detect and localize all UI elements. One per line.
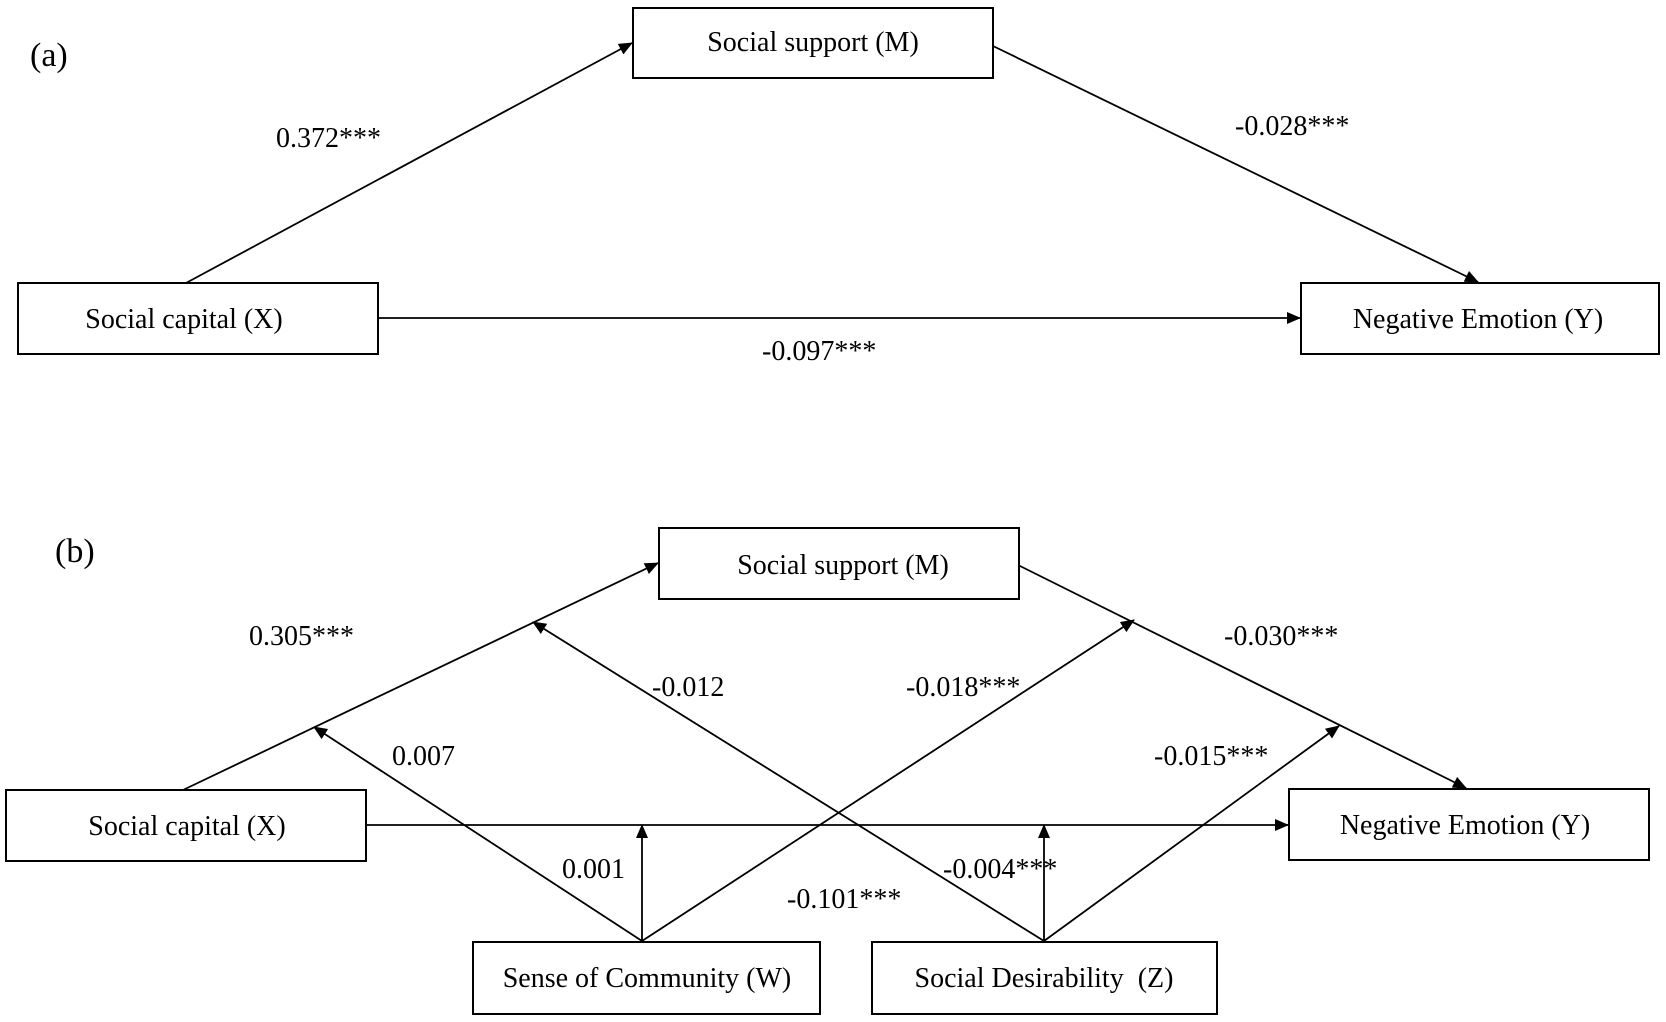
edge-b-z-on-my xyxy=(1043,725,1340,942)
panel-a: (a) Social support (M) Social capital (X… xyxy=(17,7,1660,367)
coef-b-w-on-my: -0.018*** xyxy=(906,672,1020,703)
coef-b-z-on-my: -0.015*** xyxy=(1154,741,1268,772)
edge-b-z-on-xm xyxy=(532,621,1045,942)
coef-b-m-to-y: -0.030*** xyxy=(1224,621,1338,652)
coef-b-z-on-xy: -0.004*** xyxy=(943,854,1057,885)
edge-b-w-on-my xyxy=(641,619,1135,942)
node-a-negative-emotion-label: Negative Emotion (Y) xyxy=(1353,304,1603,335)
node-b-social-capital-label: Social capital (X) xyxy=(88,811,285,842)
coef-b-z-on-xm: -0.012 xyxy=(652,672,724,703)
node-b-sense-of-community: Sense of Community (W) xyxy=(472,941,821,1015)
node-b-negative-emotion: Negative Emotion (Y) xyxy=(1288,788,1650,861)
coef-b-x-to-m: 0.305*** xyxy=(249,621,354,652)
node-a-social-capital: Social capital (X) xyxy=(17,282,379,355)
coef-b-w-on-xy: 0.001 xyxy=(562,854,625,885)
node-a-social-support-label: Social support (M) xyxy=(707,27,919,58)
edge-b-x-to-m xyxy=(182,562,659,791)
node-b-social-desirability: Social Desirability (Z) xyxy=(871,941,1218,1015)
coef-a-x-to-m: 0.372*** xyxy=(276,123,381,154)
panel-b: (b) Social support (M) Social capital (X… xyxy=(5,527,1650,1015)
node-b-social-desirability-label: Social Desirability (Z) xyxy=(915,963,1174,994)
edge-a-m-to-y xyxy=(992,45,1479,283)
panel-b-label: (b) xyxy=(55,533,95,570)
node-b-sense-of-community-label: Sense of Community (W) xyxy=(503,963,792,994)
coef-b-w-on-xm: 0.007 xyxy=(392,741,455,772)
edge-b-w-on-xm xyxy=(313,726,643,942)
coef-b-x-to-y: -0.101*** xyxy=(787,884,901,915)
node-b-social-support-label: Social support (M) xyxy=(737,550,949,581)
panel-a-label: (a) xyxy=(30,37,68,74)
node-a-social-support: Social support (M) xyxy=(632,7,994,79)
coef-a-x-to-y: -0.097*** xyxy=(762,336,876,367)
coef-a-m-to-y: -0.028*** xyxy=(1235,111,1349,142)
edge-b-m-to-y xyxy=(1017,564,1467,789)
node-b-social-support: Social support (M) xyxy=(658,527,1020,600)
node-a-negative-emotion: Negative Emotion (Y) xyxy=(1300,282,1660,355)
node-b-negative-emotion-label: Negative Emotion (Y) xyxy=(1340,810,1590,841)
edge-a-x-to-m xyxy=(185,42,633,284)
node-a-social-capital-label: Social capital (X) xyxy=(85,304,282,335)
node-b-social-capital: Social capital (X) xyxy=(5,789,367,862)
